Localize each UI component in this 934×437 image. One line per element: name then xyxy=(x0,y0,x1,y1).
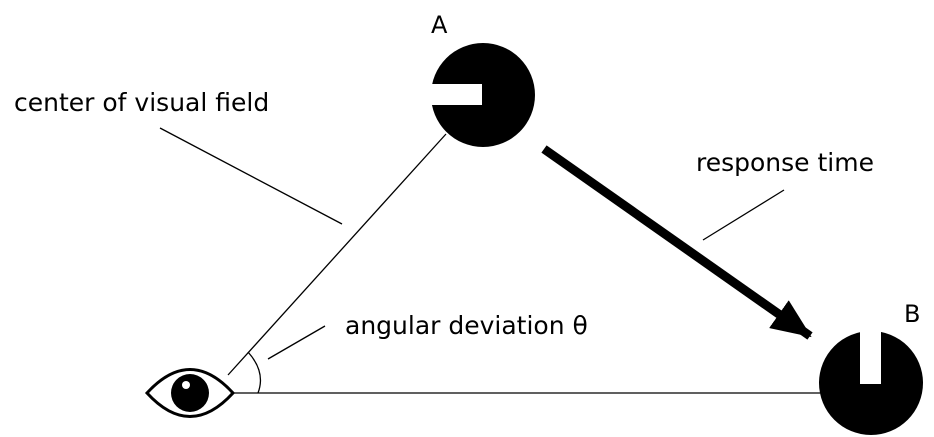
label-response-time: response time xyxy=(696,148,874,177)
eye-icon xyxy=(144,368,236,418)
landolt-ring-b xyxy=(819,328,923,435)
line-of-sight-to-a xyxy=(227,133,447,376)
label-angular-deviation: angular deviation θ xyxy=(345,311,588,340)
leader-center-of-visual-field xyxy=(159,127,343,225)
leader-angular-deviation xyxy=(267,325,326,360)
label-center-of-visual-field: center of visual field xyxy=(14,88,270,117)
label-point-a: A xyxy=(431,11,448,39)
angle-arc xyxy=(247,351,262,394)
leader-response-time xyxy=(702,189,785,241)
response-arrow xyxy=(541,145,813,340)
label-point-b: B xyxy=(904,300,921,328)
landolt-ring-a xyxy=(428,43,535,147)
